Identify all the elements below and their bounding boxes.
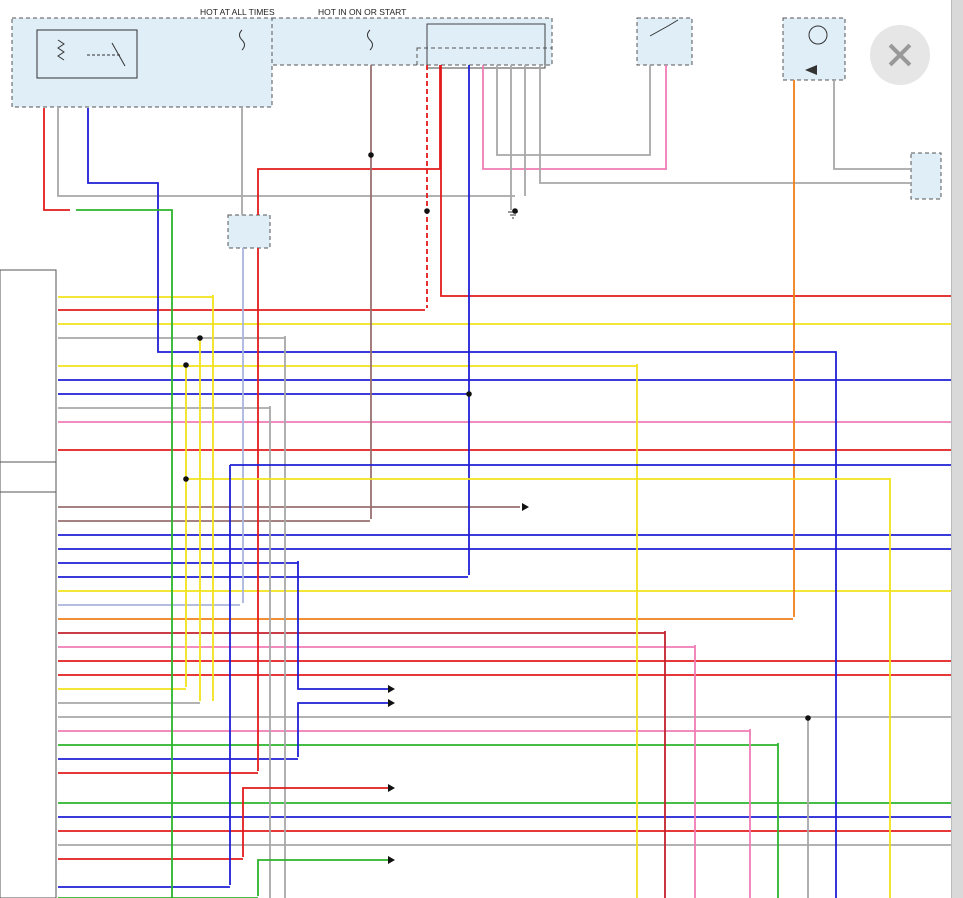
relay-switch-icon bbox=[111, 42, 126, 67]
splice-dot bbox=[466, 391, 472, 397]
arrow-icon bbox=[388, 784, 395, 792]
relay-fuse-box bbox=[11, 17, 273, 108]
window-frame-edge bbox=[951, 0, 963, 898]
relay-wire-wht-blk bbox=[57, 108, 515, 197]
ecu-ig-fuse-icon bbox=[367, 29, 373, 51]
jc3-red-wire bbox=[257, 65, 441, 215]
jb1-lower-box bbox=[416, 47, 553, 66]
jc3-box bbox=[227, 214, 271, 249]
theft-light-bulb-icon bbox=[808, 25, 828, 45]
arrow-icon bbox=[388, 685, 395, 693]
jb1-internal-icon bbox=[426, 23, 546, 69]
splice-dot bbox=[183, 476, 189, 482]
head-wire bbox=[242, 787, 388, 857]
arrow-icon bbox=[522, 503, 529, 511]
splice-dot bbox=[183, 362, 189, 368]
splice-dot bbox=[805, 715, 811, 721]
relay-outline bbox=[36, 29, 138, 79]
grn-blk-splice-wire bbox=[76, 209, 173, 898]
wire-layer bbox=[43, 65, 951, 898]
splice-dot bbox=[368, 152, 374, 158]
splice-dot bbox=[424, 208, 430, 214]
tsw-trunk-wire bbox=[297, 702, 388, 757]
yel-long-wire bbox=[186, 478, 891, 898]
relay-coil-icon bbox=[57, 39, 65, 61]
splice-dot bbox=[512, 208, 518, 214]
splice-dots bbox=[183, 152, 811, 864]
relay-wire-red-blu bbox=[43, 108, 70, 211]
ecu-connector-outline bbox=[0, 269, 57, 898]
arrow-icon bbox=[388, 856, 395, 864]
hot-in-on-or-start-label: HOT IN ON OR START bbox=[318, 7, 406, 17]
theft-light-diode-icon bbox=[805, 65, 817, 75]
to-trunk-wire bbox=[297, 561, 388, 690]
jb1-c1-wire bbox=[440, 65, 951, 297]
arrow-icon bbox=[388, 699, 395, 707]
jb1-c11-wire bbox=[539, 65, 911, 184]
label-layer bbox=[0, 269, 57, 898]
splice-dot bbox=[197, 335, 203, 341]
power-fuse-icon bbox=[239, 29, 245, 51]
exterior-wire bbox=[257, 859, 388, 896]
jb1-g4-wire bbox=[496, 65, 651, 156]
hot-at-all-times-label: HOT AT ALL TIMES bbox=[200, 7, 275, 17]
relay-wire-blu bbox=[87, 108, 837, 898]
jb1-g2-wire bbox=[482, 65, 667, 170]
close-button[interactable] bbox=[870, 25, 930, 85]
jb3-box bbox=[910, 152, 942, 200]
light-wht-blk-wire bbox=[833, 80, 911, 170]
ignition-switch-icon bbox=[649, 19, 679, 37]
ignition-switch-box bbox=[636, 17, 693, 66]
